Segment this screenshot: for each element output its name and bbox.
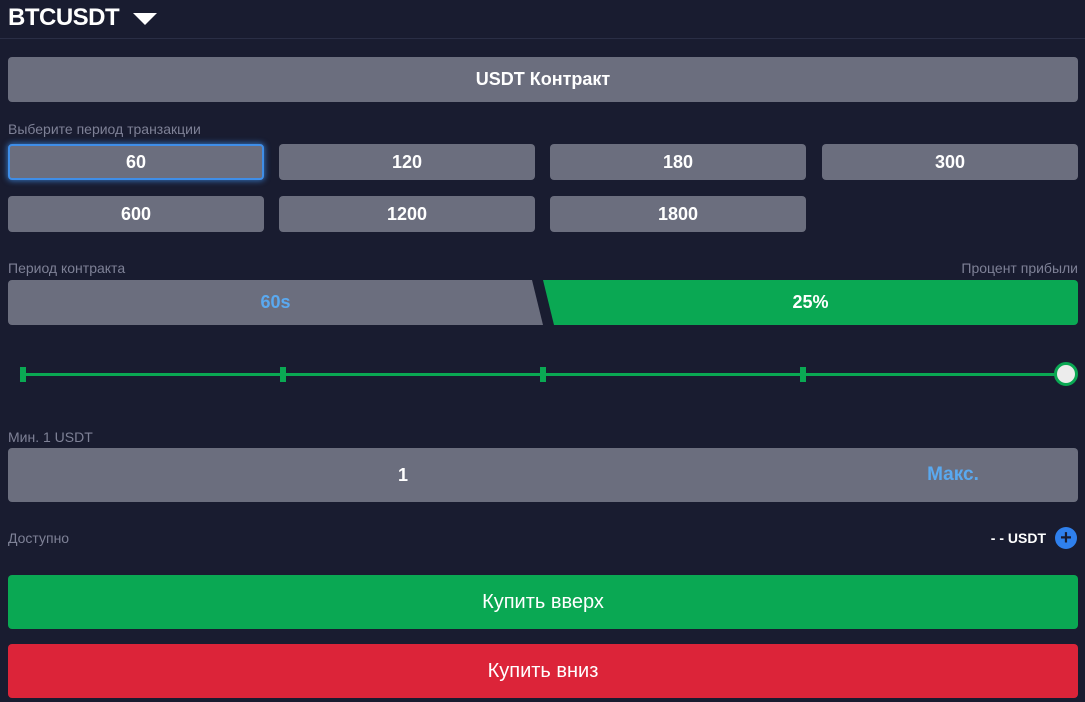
caret-down-icon[interactable] (133, 13, 158, 25)
max-button[interactable]: Макс. (927, 464, 979, 485)
contract-period-label: Период контракта (8, 260, 126, 276)
profit-percent-value: 25% (543, 280, 1078, 325)
period-option-120[interactable]: 120 (279, 144, 535, 180)
available-balance: - - USDT (990, 530, 1046, 546)
slider-tick[interactable] (540, 367, 546, 382)
period-option-1200[interactable]: 1200 (279, 196, 535, 232)
contract-type-button[interactable]: USDT Контракт (8, 57, 1078, 102)
buy-down-button[interactable]: Купить вниз (8, 644, 1078, 698)
period-option-1800[interactable]: 1800 (550, 196, 806, 232)
buy-up-button[interactable]: Купить вверх (8, 575, 1078, 629)
amount-input[interactable]: 1 Макс. (8, 448, 1078, 502)
period-option-600[interactable]: 600 (8, 196, 264, 232)
plus-icon[interactable]: + (1055, 527, 1077, 549)
available-label: Доступно (8, 530, 70, 546)
divider (0, 38, 1085, 39)
slider-tick[interactable] (800, 367, 806, 382)
header: BTCUSDT (8, 4, 158, 32)
period-selector-label: Выберите период транзакции (8, 121, 201, 137)
pair-title: BTCUSDT (8, 4, 120, 31)
min-amount-label: Мин. 1 USDT (8, 429, 93, 445)
amount-value[interactable]: 1 (397, 464, 408, 485)
profit-percent-label: Процент прибыли (961, 260, 1078, 276)
slider-tick[interactable] (280, 367, 286, 382)
slider-tick[interactable] (20, 367, 26, 382)
slider-thumb[interactable] (1054, 362, 1078, 386)
contract-period-value: 60s (8, 280, 543, 325)
period-option-180[interactable]: 180 (550, 144, 806, 180)
period-option-300[interactable]: 300 (822, 144, 1078, 180)
period-option-60[interactable]: 60 (8, 144, 264, 180)
